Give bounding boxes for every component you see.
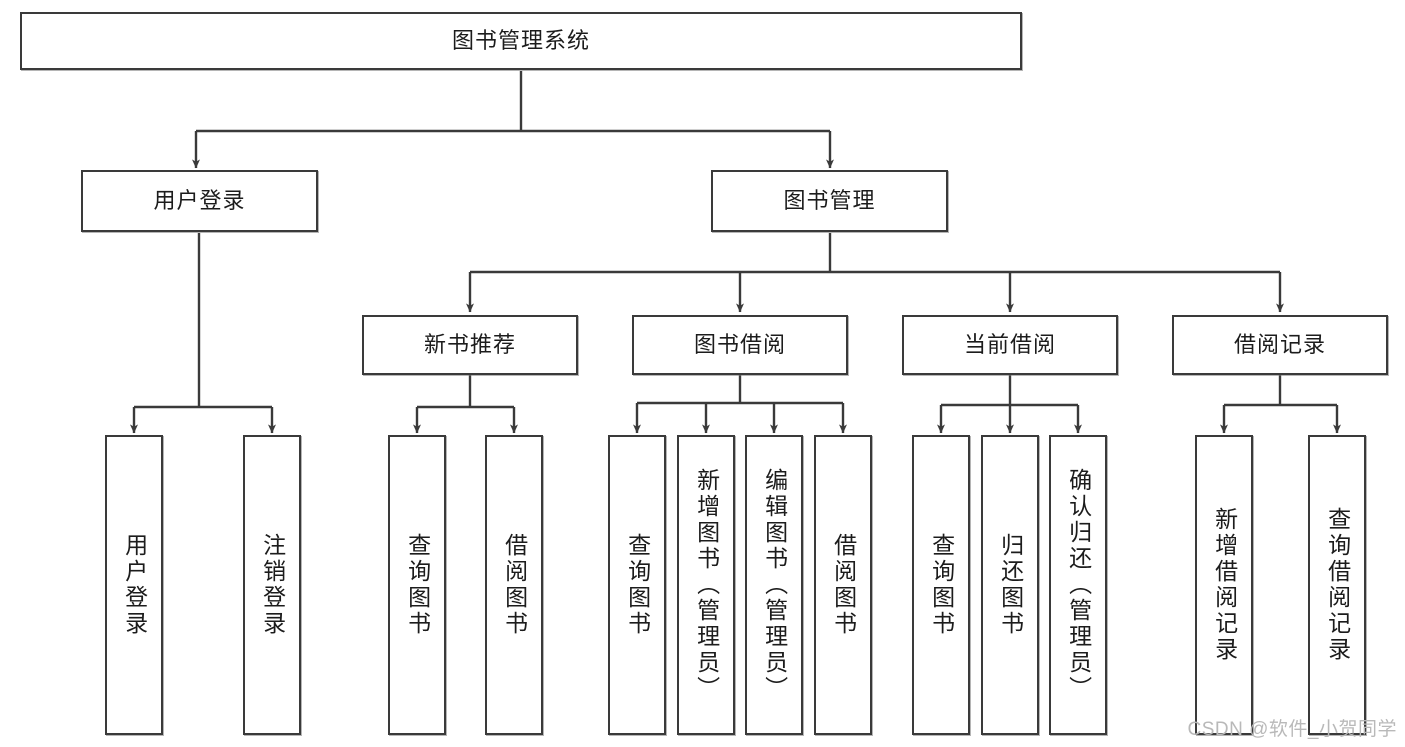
- node-book-borrow[interactable]: 图书借阅: [632, 315, 848, 375]
- node-label: 确认归还（管理员）: [1065, 468, 1092, 702]
- node-root-book-management-system[interactable]: 图书管理系统: [20, 12, 1022, 70]
- leaf-user-login-login[interactable]: 用户登录: [105, 435, 163, 735]
- leaf-borrow-record-query-record[interactable]: 查询借阅记录: [1308, 435, 1366, 735]
- node-label: 图书借阅: [693, 332, 786, 357]
- leaf-current-borrow-query-book[interactable]: 查询图书: [912, 435, 970, 735]
- node-label: 查询图书: [624, 533, 651, 637]
- node-label: 编辑图书（管理员）: [761, 468, 788, 702]
- node-label: 新书推荐: [423, 332, 516, 357]
- leaf-book-borrow-query-book[interactable]: 查询图书: [608, 435, 666, 735]
- node-label: 借阅记录: [1233, 332, 1326, 357]
- node-new-book-recommend[interactable]: 新书推荐: [362, 315, 578, 375]
- node-label: 图书管理: [783, 188, 876, 213]
- node-label: 图书管理系统: [451, 28, 590, 53]
- leaf-current-borrow-confirm-return-admin[interactable]: 确认归还（管理员）: [1049, 435, 1107, 735]
- node-label: 查询图书: [404, 533, 431, 637]
- node-borrow-record[interactable]: 借阅记录: [1172, 315, 1388, 375]
- node-label: 当前借阅: [963, 332, 1056, 357]
- leaf-book-borrow-add-book-admin[interactable]: 新增图书（管理员）: [677, 435, 735, 735]
- leaf-book-borrow-borrow-book[interactable]: 借阅图书: [814, 435, 872, 735]
- node-user-login[interactable]: 用户登录: [81, 170, 318, 232]
- node-book-management[interactable]: 图书管理: [711, 170, 948, 232]
- leaf-current-borrow-return-book[interactable]: 归还图书: [981, 435, 1039, 735]
- leaf-new-book-borrow-book[interactable]: 借阅图书: [485, 435, 543, 735]
- node-label: 借阅图书: [830, 533, 857, 637]
- leaf-book-borrow-edit-book-admin[interactable]: 编辑图书（管理员）: [745, 435, 803, 735]
- node-label: 查询图书: [928, 533, 955, 637]
- node-label: 新增图书（管理员）: [693, 468, 720, 702]
- node-label: 用户登录: [121, 533, 148, 637]
- node-label: 新增借阅记录: [1211, 507, 1238, 663]
- node-label: 归还图书: [997, 533, 1024, 637]
- node-label: 注销登录: [259, 533, 286, 637]
- node-label: 查询借阅记录: [1324, 507, 1351, 663]
- csdn-watermark: CSDN @软件_小贺同学: [1187, 719, 1397, 740]
- node-label: 借阅图书: [501, 533, 528, 637]
- node-current-borrow[interactable]: 当前借阅: [902, 315, 1118, 375]
- leaf-new-book-query-book[interactable]: 查询图书: [388, 435, 446, 735]
- node-label: 用户登录: [153, 188, 246, 213]
- leaf-user-login-logout[interactable]: 注销登录: [243, 435, 301, 735]
- leaf-borrow-record-add-record[interactable]: 新增借阅记录: [1195, 435, 1253, 735]
